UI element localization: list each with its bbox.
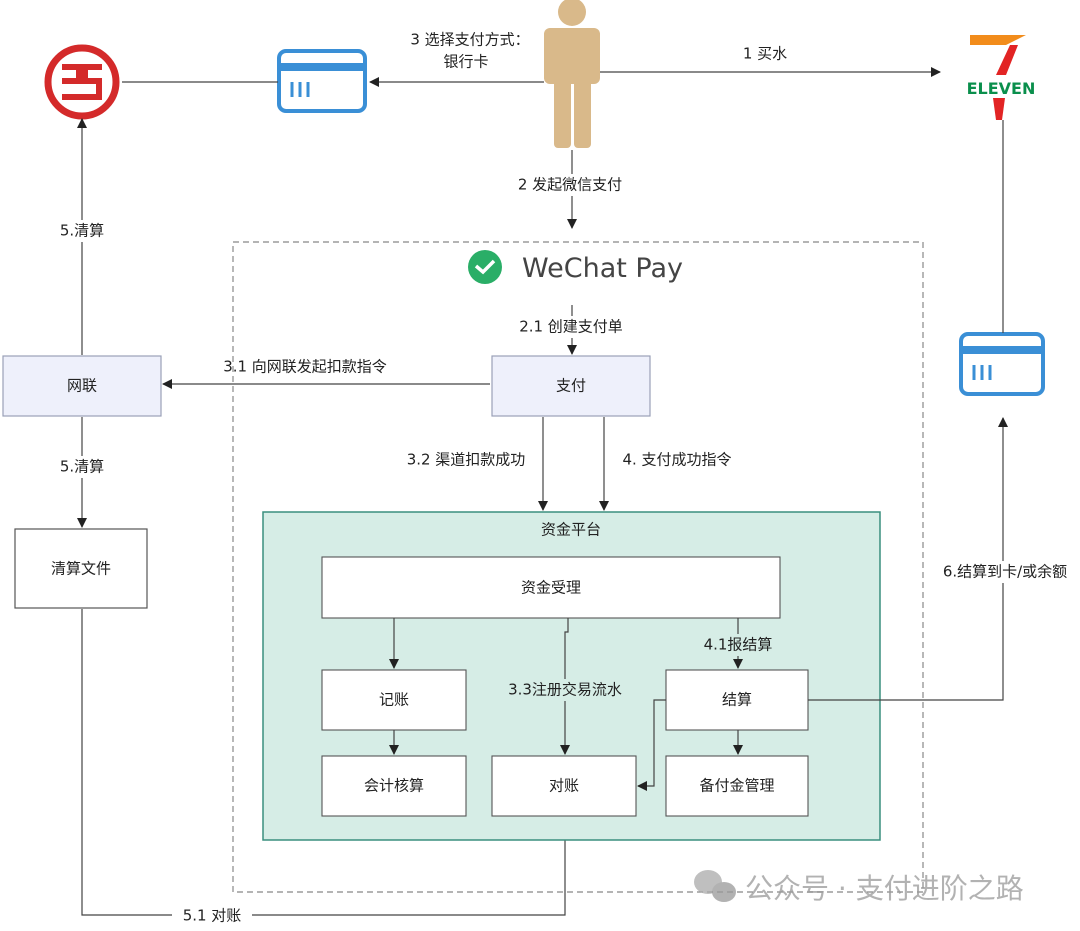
label-choose-method: 3 选择支付方式： [410,31,529,49]
node-netunion [2,355,162,417]
seven-eleven-logo: ELEVEN [967,35,1036,120]
svg-text:记账: 记账 [379,691,409,709]
node-accounting [321,755,467,817]
label-register-flow: 3.3注册交易流水 [508,681,622,699]
edge-settle-to-card [808,417,1008,701]
svg-text:支付: 支付 [556,377,586,395]
node-reserve [665,755,809,817]
wechat-pay-boundary [232,241,924,893]
person-icon [544,0,600,148]
label-choose-method-card: 银行卡 [443,53,488,71]
node-clearing-file [14,528,148,609]
node-reconciliation [491,755,637,817]
wechat-pay-logo: WeChat Pay [468,250,683,284]
bank-card-icon [959,332,1045,396]
label-pay-success: 4. 支付成功指令 [622,451,731,469]
edge-settle-reconcile [637,699,666,791]
svg-text:会计核算: 会计核算 [364,777,424,795]
svg-text:结算: 结算 [722,691,752,709]
label-clearing-down: 5.清算 [60,458,104,476]
svg-text:对账: 对账 [549,777,579,795]
svg-text:清算文件: 清算文件 [51,560,111,578]
bank-card-icon [277,49,367,113]
icbc-logo [44,44,120,120]
label-report-settle: 4.1报结算 [704,636,773,654]
label-channel-success: 3.2 渠道扣款成功 [407,451,526,469]
node-pay [491,355,651,417]
label-buy-water: 1 买水 [743,45,787,63]
edge-reconcile [81,609,570,916]
svg-text:公众号 · 支付进阶之路: 公众号 · 支付进阶之路 [745,872,1024,905]
svg-text:网联: 网联 [67,377,97,395]
svg-text:资金受理: 资金受理 [521,579,581,597]
svg-text:备付金管理: 备付金管理 [699,777,774,795]
label-reconcile: 5.1 对账 [183,907,242,925]
label-settle-to-card: 6.结算到卡/或余额 [943,563,1067,581]
label-create-order: 2.1 创建支付单 [519,318,623,336]
svg-text:资金平台: 资金平台 [541,521,601,539]
node-settlement [665,669,809,731]
node-bookkeeping [321,669,467,731]
label-to-netunion: 3.1 向网联发起扣款指令 [223,358,387,376]
label-start-pay: 2 发起微信支付 [518,176,622,194]
node-acceptance [321,556,781,619]
watermark: 公众号 · 支付进阶之路 [694,870,1024,905]
label-clearing-up: 5.清算 [60,222,104,240]
seven-eleven-wordmark: ELEVEN [967,79,1036,98]
svg-text:WeChat Pay: WeChat Pay [522,253,683,284]
